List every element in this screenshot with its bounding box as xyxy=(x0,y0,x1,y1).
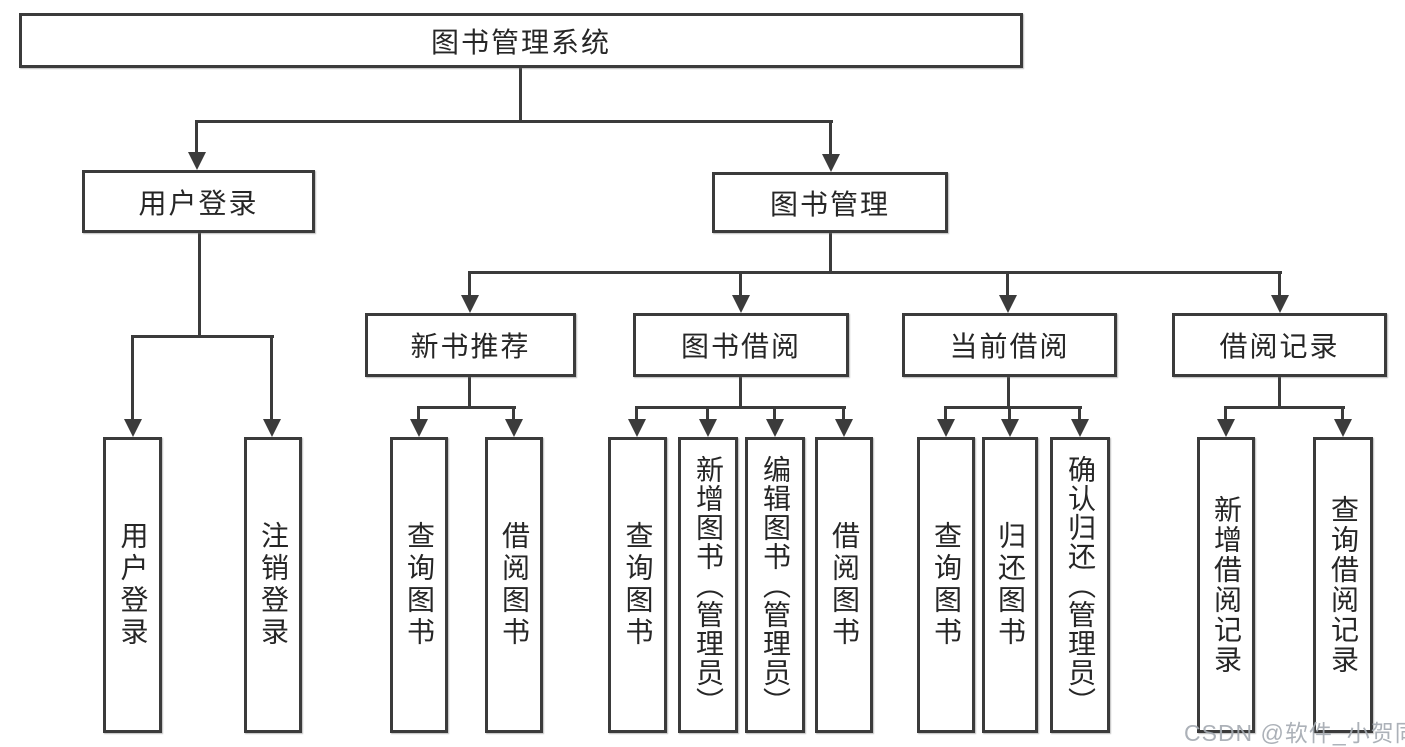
node-user-login: 用户登录 xyxy=(82,170,315,233)
leaf-cb-query-books-label: 查询图书 xyxy=(931,521,962,649)
leaf-bb-add-books-admin-label: 新增图书（管理员） xyxy=(693,454,724,716)
arrow-down-icon xyxy=(732,271,750,313)
connector-br-rail xyxy=(1224,406,1345,409)
node-root: 图书管理系统 xyxy=(19,13,1023,68)
arrow-down-icon xyxy=(263,335,281,437)
arrow-down-icon xyxy=(699,406,717,437)
node-new-book-recommend-label: 新书推荐 xyxy=(410,331,531,362)
arrow-down-icon xyxy=(1334,406,1352,437)
connector-user-login-stub xyxy=(198,233,201,337)
node-book-management-label: 图书管理 xyxy=(769,188,890,220)
arrow-down-icon xyxy=(505,406,523,437)
arrow-down-icon xyxy=(1001,406,1019,437)
node-new-book-recommend: 新书推荐 xyxy=(365,313,576,377)
node-borrow-records-label: 借阅记录 xyxy=(1219,331,1340,362)
arrow-down-icon xyxy=(188,120,206,170)
leaf-logout: 注销登录 xyxy=(244,437,302,733)
arrow-down-icon xyxy=(822,120,840,172)
connector-nbr-rail xyxy=(417,406,516,409)
node-current-borrowing: 当前借阅 xyxy=(902,313,1117,377)
node-user-login-label: 用户登录 xyxy=(138,187,259,219)
leaf-nbr-borrow-books: 借阅图书 xyxy=(485,437,543,733)
leaf-br-add-record: 新增借阅记录 xyxy=(1197,437,1255,733)
leaf-bb-borrow-books-label: 借阅图书 xyxy=(829,521,860,649)
csdn-watermark: CSDN @软件_小贺同学 xyxy=(1184,720,1405,746)
leaf-bb-edit-books-admin-label: 编辑图书（管理员） xyxy=(760,454,791,716)
connector-book-mgmt-stub xyxy=(829,233,832,274)
arrow-down-icon xyxy=(1217,406,1235,437)
leaf-bb-query-books: 查询图书 xyxy=(608,437,667,733)
leaf-user-login-label: 用户登录 xyxy=(117,521,149,649)
connector-cb-rail xyxy=(944,406,1082,409)
arrow-down-icon xyxy=(461,271,479,313)
leaf-br-query-record-label: 查询借阅记录 xyxy=(1328,495,1359,675)
connector-level3-rail xyxy=(468,271,1282,274)
node-borrow-records: 借阅记录 xyxy=(1172,313,1387,377)
arrow-down-icon xyxy=(1071,406,1089,437)
arrow-down-icon xyxy=(999,271,1017,313)
connector-user-login-rail xyxy=(131,335,274,338)
arrow-down-icon xyxy=(937,406,955,437)
leaf-bb-borrow-books: 借阅图书 xyxy=(815,437,873,733)
leaf-cb-return-books: 归还图书 xyxy=(982,437,1038,733)
connector-bb-stub xyxy=(739,377,742,409)
connector-nbr-stub xyxy=(468,377,471,409)
arrow-down-icon xyxy=(835,406,853,437)
arrow-down-icon xyxy=(410,406,428,437)
node-book-borrowing-label: 图书借阅 xyxy=(680,331,801,362)
leaf-bb-edit-books-admin: 编辑图书（管理员） xyxy=(745,437,805,733)
connector-cb-stub xyxy=(1007,377,1010,409)
leaf-cb-confirm-return-admin-label: 确认归还（管理员） xyxy=(1065,454,1096,716)
leaf-logout-label: 注销登录 xyxy=(258,521,289,649)
node-root-label: 图书管理系统 xyxy=(430,26,611,58)
node-book-management: 图书管理 xyxy=(712,172,948,233)
arrow-down-icon xyxy=(766,406,784,437)
node-book-borrowing: 图书借阅 xyxy=(633,313,849,377)
leaf-nbr-query-books: 查询图书 xyxy=(390,437,448,733)
leaf-nbr-query-books-label: 查询图书 xyxy=(404,521,435,649)
leaf-br-query-record: 查询借阅记录 xyxy=(1313,437,1373,733)
leaf-br-add-record-label: 新增借阅记录 xyxy=(1211,495,1242,675)
arrow-down-icon xyxy=(1271,271,1289,313)
connector-root-stub xyxy=(519,68,522,121)
connector-level2-rail xyxy=(196,120,833,123)
connector-br-stub xyxy=(1278,377,1281,409)
leaf-bb-add-books-admin: 新增图书（管理员） xyxy=(678,437,738,733)
connector-bb-rail xyxy=(635,406,846,409)
leaf-cb-query-books: 查询图书 xyxy=(917,437,975,733)
leaf-user-login: 用户登录 xyxy=(103,437,162,733)
leaf-nbr-borrow-books-label: 借阅图书 xyxy=(499,521,530,649)
arrow-down-icon xyxy=(124,335,142,437)
leaf-cb-confirm-return-admin: 确认归还（管理员） xyxy=(1050,437,1110,733)
arrow-down-icon xyxy=(628,406,646,437)
leaf-cb-return-books-label: 归还图书 xyxy=(995,521,1026,649)
leaf-bb-query-books-label: 查询图书 xyxy=(622,521,654,649)
node-current-borrowing-label: 当前借阅 xyxy=(949,331,1070,362)
